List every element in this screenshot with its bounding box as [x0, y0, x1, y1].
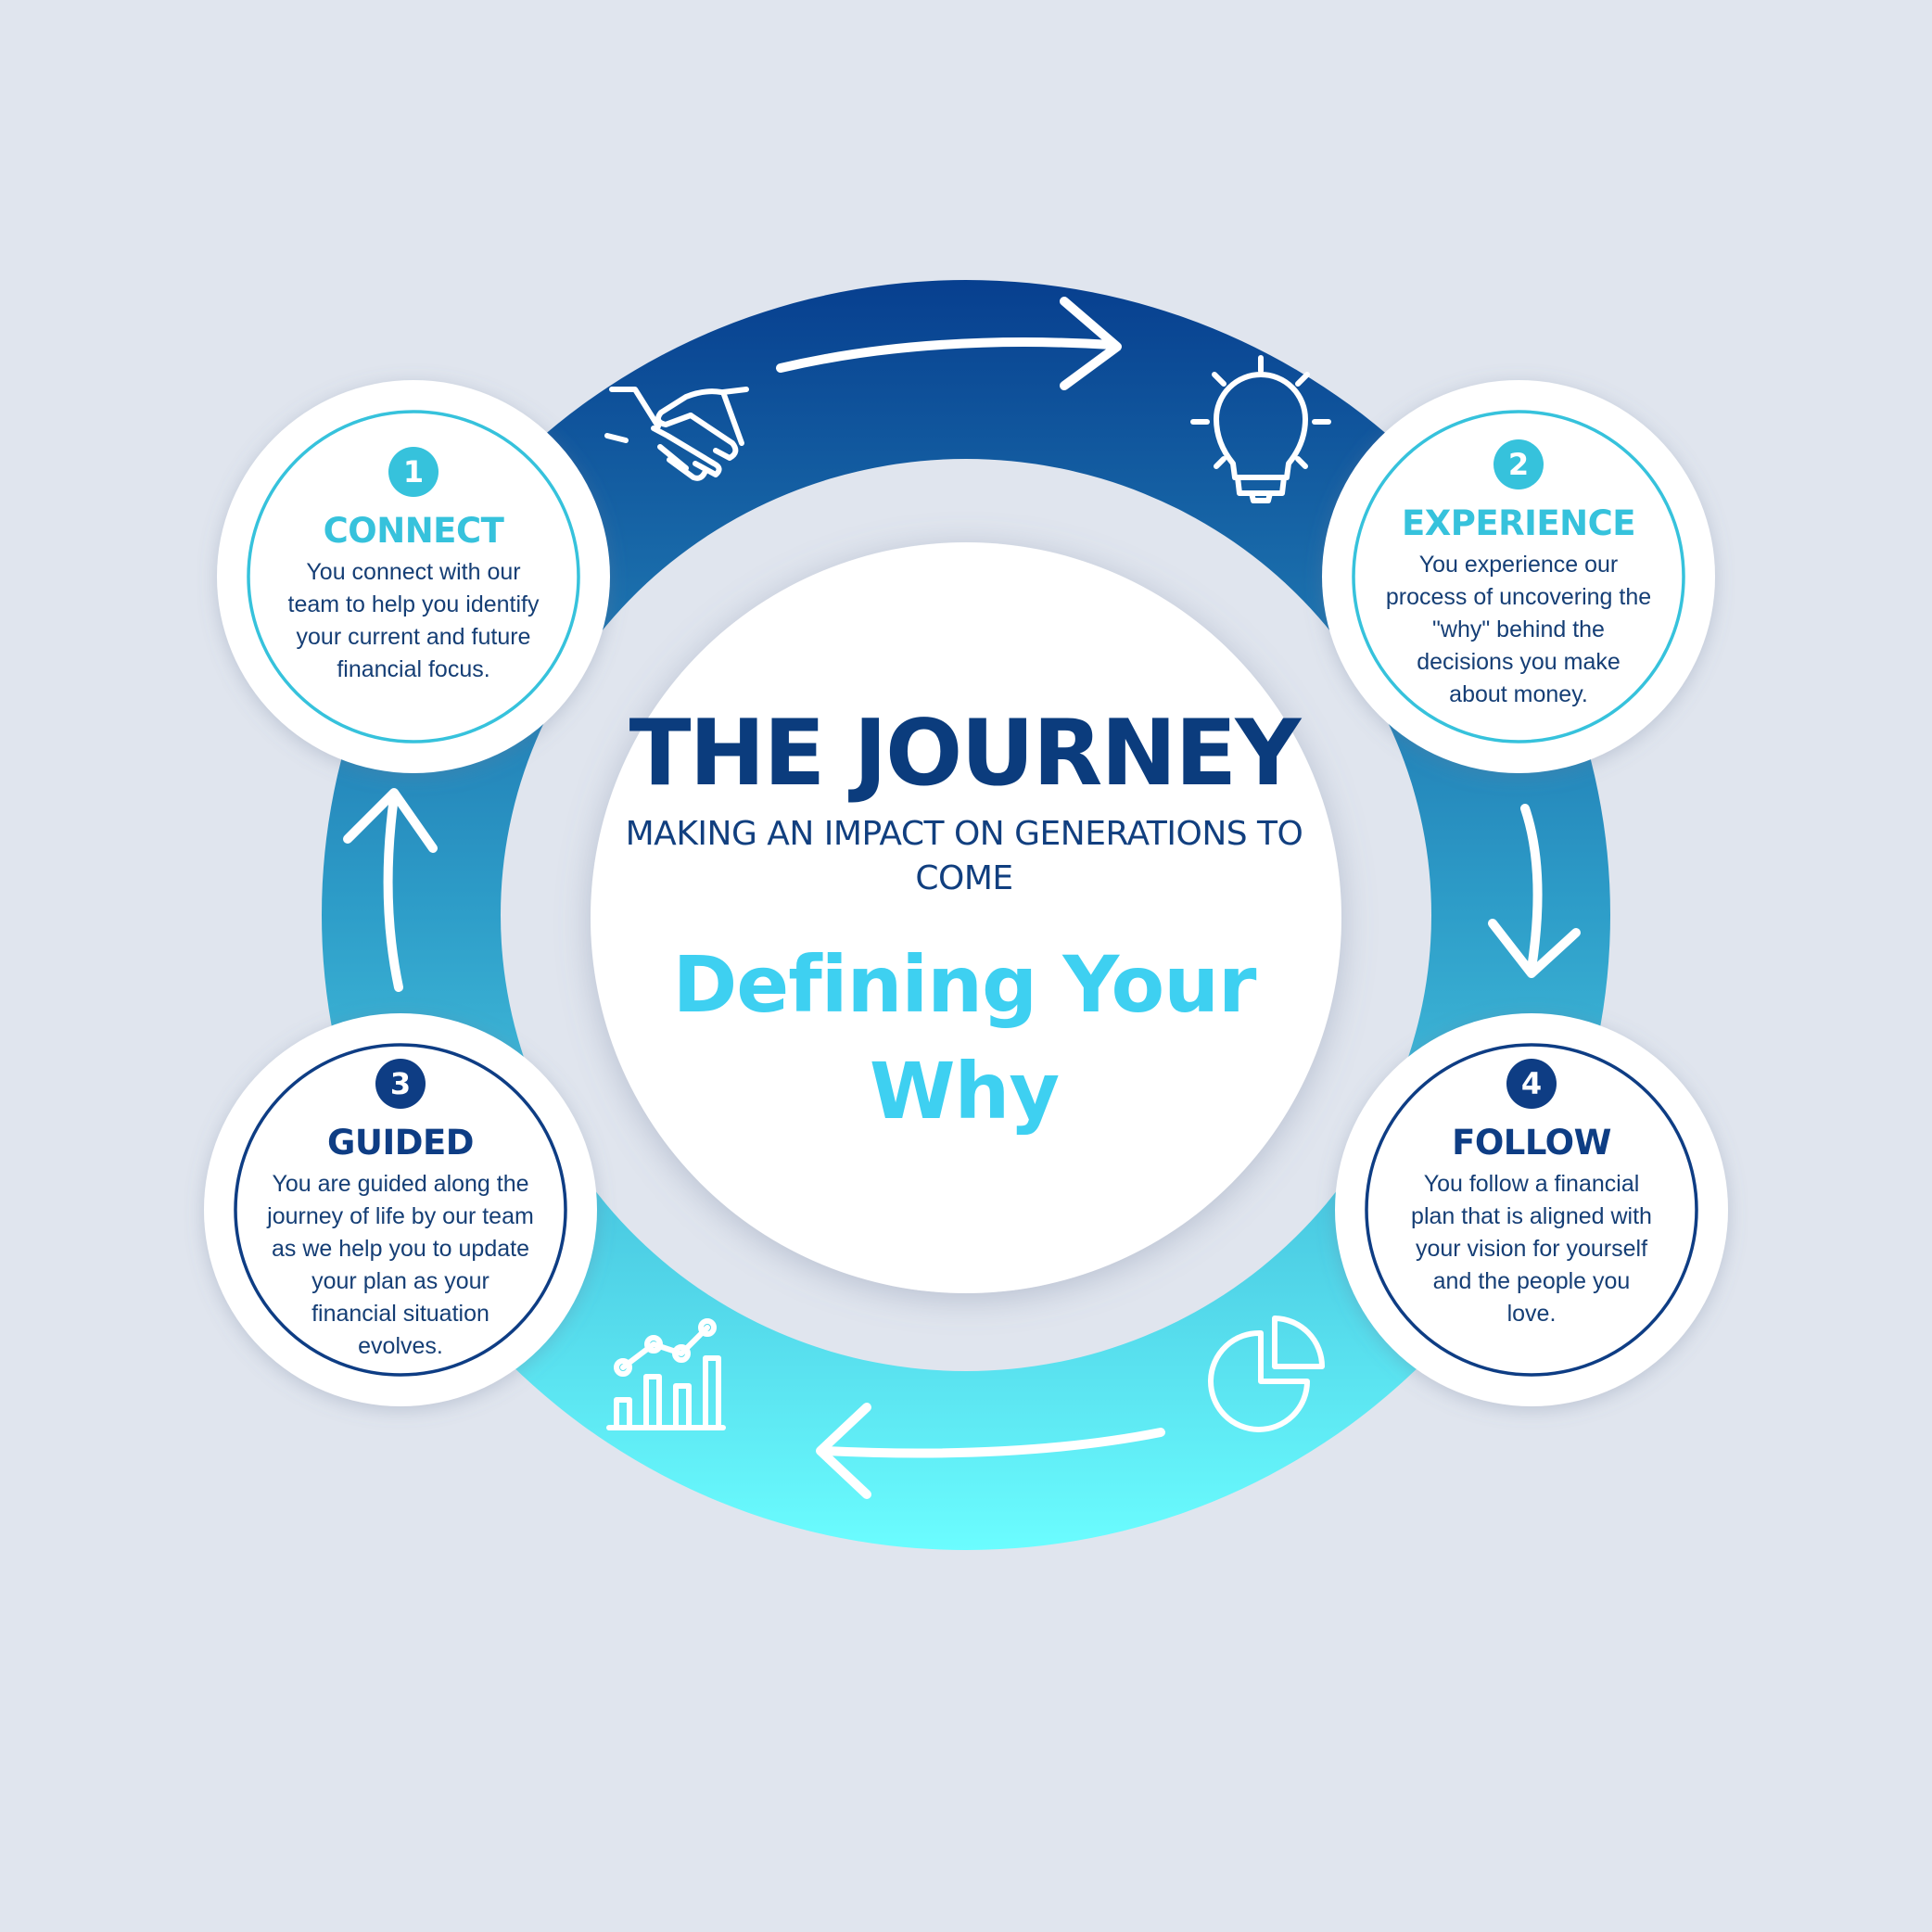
step-number-badge: 4 — [1506, 1059, 1557, 1109]
step-guided: 3 GUIDED You are guided along the journe… — [248, 1059, 553, 1363]
step-circle-guided — [204, 1013, 597, 1406]
bar-chart-icon — [606, 1318, 726, 1430]
step-description: You experience our process of uncovering… — [1366, 549, 1671, 711]
center-why-heading: Defining Your Why — [575, 932, 1354, 1145]
why-line-1: Defining Your — [672, 939, 1257, 1030]
step-name: EXPERIENCE — [1401, 503, 1636, 543]
arrow-right — [1488, 804, 1581, 978]
lightbulb-icon — [1190, 355, 1331, 503]
desc-line: financial situation — [311, 1301, 489, 1327]
step-name: GUIDED — [327, 1123, 474, 1163]
step-name: FOLLOW — [1452, 1123, 1611, 1163]
desc-line: and the people you — [1432, 1268, 1631, 1294]
step-number-badge: 2 — [1493, 439, 1544, 489]
diagram-title: THE JOURNEY — [629, 701, 1302, 807]
desc-line: "why" behind the — [1432, 616, 1605, 642]
step-circle-follow — [1335, 1013, 1728, 1406]
desc-line: as we help you to update — [272, 1236, 529, 1262]
desc-line: love. — [1506, 1301, 1557, 1327]
step-connect: 1 CONNECT You connect with our team to h… — [261, 447, 566, 686]
desc-line: about money. — [1449, 681, 1588, 707]
why-line-2: Why — [869, 1046, 1060, 1137]
desc-line: journey of life by our team — [267, 1203, 534, 1229]
desc-line: your current and future — [296, 624, 531, 650]
desc-line: plan that is aligned with — [1411, 1203, 1652, 1229]
desc-line: decisions you make — [1417, 649, 1621, 675]
pie-chart-icon — [1208, 1316, 1325, 1432]
arrow-left — [343, 788, 438, 992]
center-circle — [591, 542, 1341, 1293]
desc-line: You follow a financial — [1423, 1171, 1640, 1197]
step-description: You are guided along the journey of life… — [248, 1168, 553, 1363]
desc-line: financial focus. — [337, 656, 490, 682]
diagram-subtitle: MAKING AN IMPACT ON GENERATIONS TO COME — [625, 815, 1303, 897]
step-number-badge: 3 — [375, 1059, 426, 1109]
step-description: You follow a financial plan that is alig… — [1379, 1168, 1684, 1330]
step-name: CONNECT — [323, 511, 504, 551]
step-follow: 4 FOLLOW You follow a financial plan tha… — [1379, 1059, 1684, 1330]
step-circle-experience — [1322, 380, 1715, 773]
desc-line: your vision for yourself — [1415, 1236, 1648, 1262]
arrow-bottom — [816, 1403, 1165, 1499]
step-experience: 2 EXPERIENCE You experience our process … — [1366, 439, 1671, 711]
handshake-icon — [604, 387, 749, 481]
desc-line: team to help you identify — [287, 591, 540, 617]
step-circle-connect — [217, 380, 610, 773]
desc-line: You are guided along the — [272, 1171, 529, 1197]
desc-line: You experience our — [1418, 552, 1619, 578]
desc-line: process of uncovering the — [1385, 584, 1652, 610]
step-number-badge: 1 — [388, 447, 439, 497]
step-description: You connect with our team to help you id… — [261, 556, 566, 686]
arrow-top — [776, 297, 1122, 390]
desc-line: You connect with our — [306, 559, 521, 585]
desc-line: evolves. — [358, 1333, 443, 1359]
desc-line: your plan as your — [311, 1268, 489, 1294]
